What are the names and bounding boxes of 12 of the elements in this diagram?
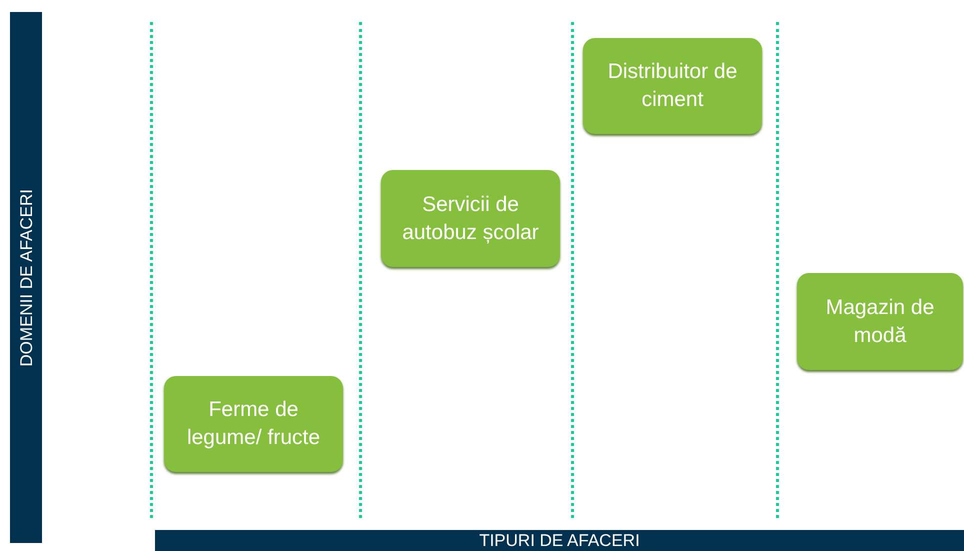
business-type-label: Magazin de modă: [824, 294, 936, 348]
axis-label: TIPURI DE AFACERI: [479, 532, 640, 549]
business-type-label: Distribuitor de ciment: [606, 59, 738, 113]
business-card: [381, 170, 560, 267]
business-type-label: Servicii de autobuz școlar: [401, 192, 540, 246]
business-card: [797, 273, 963, 370]
business-card: [583, 38, 762, 134]
axis-label: DOMENII DE AFACERI: [18, 188, 34, 366]
axis-band: [155, 530, 964, 551]
business-type-label: Ferme de legume/ fructe: [186, 397, 322, 451]
business-card: [164, 376, 343, 472]
axis-band: [10, 12, 42, 543]
